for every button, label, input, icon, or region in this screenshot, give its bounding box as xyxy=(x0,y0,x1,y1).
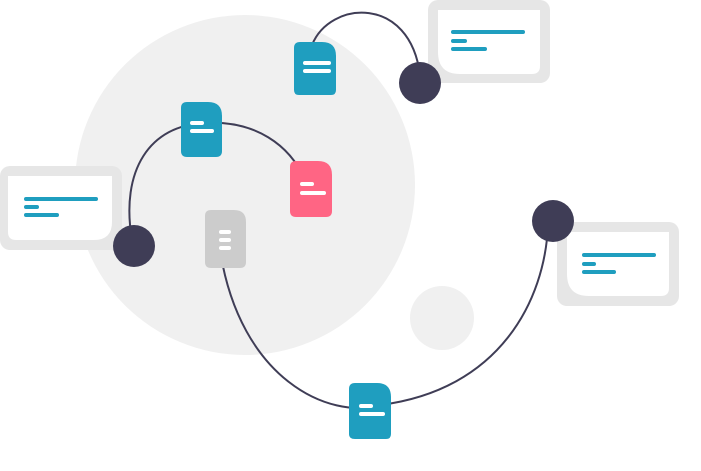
card-line xyxy=(451,47,487,51)
card-line xyxy=(582,262,596,266)
node-dot-left xyxy=(113,225,155,267)
document-icon xyxy=(205,210,246,268)
message-card-right xyxy=(557,222,679,306)
message-card-left xyxy=(0,166,122,250)
card-line xyxy=(24,205,39,209)
node-dot-top xyxy=(399,62,441,104)
card-line xyxy=(582,270,616,274)
document-icon xyxy=(181,102,222,157)
document-icon xyxy=(290,161,332,217)
small-decorative-circle xyxy=(410,286,474,350)
card-line xyxy=(24,197,98,201)
card-line xyxy=(451,39,467,43)
document-icon xyxy=(349,383,391,439)
card-line xyxy=(451,30,525,34)
connector-arc-top xyxy=(311,11,421,76)
background-circle xyxy=(75,15,415,355)
message-card-top xyxy=(428,0,550,83)
card-line xyxy=(24,213,59,217)
card-line xyxy=(582,253,656,257)
document-icon xyxy=(294,42,336,95)
node-dot-right xyxy=(532,200,574,242)
